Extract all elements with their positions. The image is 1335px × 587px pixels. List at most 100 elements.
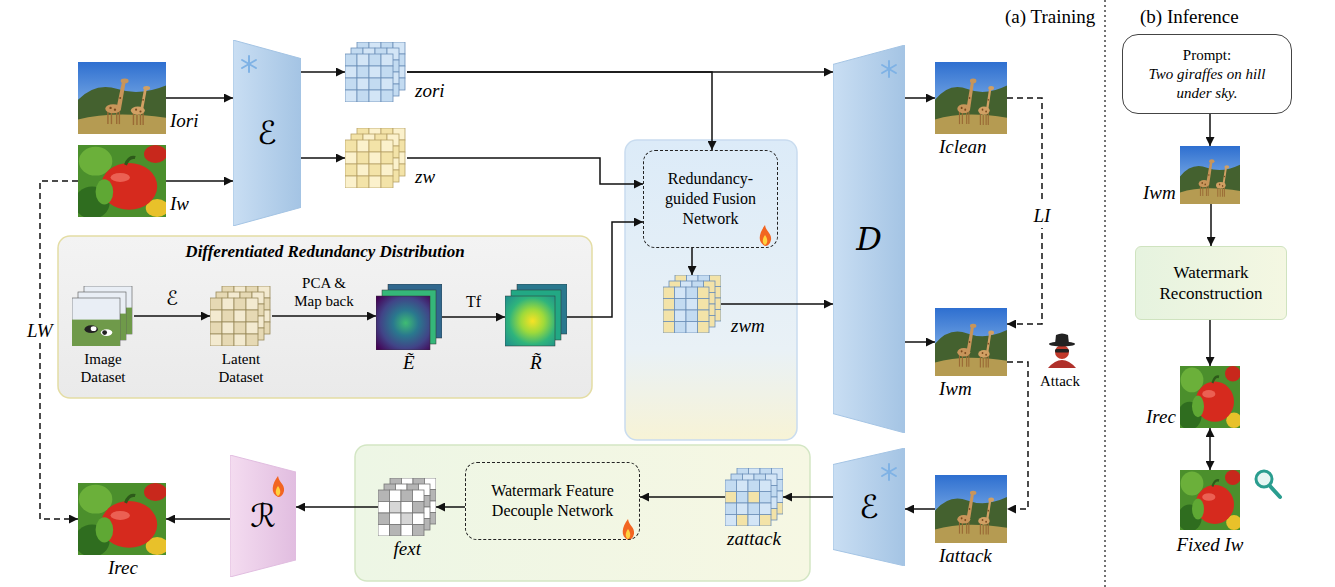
network-block: ℰ: [233, 40, 301, 226]
symbol-label: zattack: [727, 528, 781, 550]
image-thumbnail: Iwm: [1180, 146, 1240, 204]
connector: [166, 518, 230, 520]
attacker-hat: [1055, 334, 1069, 345]
section-title: (a) Training: [1005, 6, 1095, 28]
box-text: Watermark Reconstruction: [1144, 262, 1278, 304]
connector: [436, 506, 465, 508]
symbol-label: Latent Dataset: [205, 350, 277, 386]
symbol-label: Iattack: [939, 545, 992, 567]
feature-stack: zwm: [663, 275, 721, 333]
symbol-label: Iclean: [939, 136, 986, 158]
symbol-label: fext: [394, 538, 421, 560]
connector: [1210, 204, 1212, 246]
fire-icon: [760, 225, 771, 246]
symbol-label: Image Dataset: [67, 350, 139, 386]
box-text: Watermark Feature Decouple Network: [474, 481, 631, 521]
symbol-label: Irec: [108, 557, 138, 579]
photo: [935, 62, 1007, 134]
connector: [1209, 428, 1211, 470]
group-panel: Differentiated Redundancy DistributionIm…: [58, 236, 592, 398]
section-divider: [1104, 0, 1106, 587]
symbol-label: R̃: [530, 352, 542, 374]
connector: [1007, 362, 1028, 509]
image-thumbnail: Iattack: [935, 475, 1007, 543]
attacker-glasses: [1055, 349, 1069, 353]
edge-label: ℰ: [166, 286, 178, 310]
block-symbol: D: [856, 221, 882, 257]
image-thumbnail: Iwm: [935, 308, 1007, 376]
heatmap: R̃: [505, 284, 567, 350]
photo: [78, 483, 166, 555]
flame: [623, 519, 634, 540]
redundancy-panel: [58, 236, 592, 398]
feature-stack: Latent Dataset: [210, 286, 272, 346]
picture: [663, 275, 721, 333]
photo: [1180, 366, 1240, 428]
connector: [567, 222, 643, 317]
symbol-label: Iwm: [1143, 182, 1176, 204]
photo: [78, 145, 166, 217]
symbol-label: Iwm: [939, 378, 972, 400]
flame-core: [763, 235, 768, 245]
symbol-label: zwm: [731, 315, 765, 337]
block-symbol: ℰ: [859, 489, 878, 525]
symbol-label: zori: [415, 80, 445, 102]
image-thumbnail: Fixed Iw: [1180, 470, 1240, 530]
connector: [1209, 114, 1211, 146]
image-thumbnail: Irec: [1180, 366, 1240, 428]
magnifier-lens: [1256, 471, 1272, 487]
image-thumbnail: Image Dataset: [72, 286, 134, 346]
picture: [345, 42, 407, 102]
picture: [505, 284, 567, 350]
picture: [210, 286, 272, 346]
decouple-panel: [355, 445, 810, 581]
picture: [345, 128, 407, 188]
symbol-label: Irec: [1146, 406, 1176, 428]
image-thumbnail: Iclean: [935, 62, 1007, 134]
magnifier-handle: [1270, 486, 1280, 497]
edge-label: Tf: [466, 292, 481, 311]
connector: [691, 248, 693, 275]
edge-label: Attack: [1040, 372, 1080, 390]
flame-core: [626, 529, 631, 539]
picture: [378, 478, 436, 536]
connector: [783, 496, 833, 498]
attacker-body: [1048, 360, 1076, 368]
photo: [1180, 470, 1240, 530]
fusion-panel: [625, 140, 797, 440]
panel-heading: Differentiated Redundancy Distribution: [58, 236, 592, 262]
block-symbol: ℛ: [250, 498, 276, 534]
picture: [72, 286, 134, 346]
image-thumbnail: Irec: [78, 483, 166, 555]
process-box: Watermark Feature Decouple Network: [465, 462, 640, 540]
symbol-label: Fixed Iw: [1177, 534, 1244, 556]
process-box: Redundancy-guided Fusion Network: [643, 150, 778, 248]
symbol-label: zw: [415, 166, 435, 188]
connector: [166, 97, 233, 99]
connector: [1209, 320, 1211, 366]
symbol-label: Ẽ: [403, 352, 415, 374]
edge-label: PCA & Map back: [291, 274, 357, 310]
network-block: ℰ: [833, 448, 905, 566]
network-block: ℛ: [230, 455, 296, 577]
connector: [640, 496, 725, 498]
connector: [301, 71, 345, 73]
feature-stack: zattack: [725, 468, 783, 526]
edge-label: LW: [24, 318, 56, 343]
symbol-label: Iori: [170, 110, 199, 132]
feature-stack: fext: [378, 478, 436, 536]
connector: [40, 181, 78, 519]
connector: [296, 506, 378, 508]
image-thumbnail: Iw: [78, 145, 166, 217]
block-symbol: ℰ: [257, 115, 276, 151]
picture: [725, 468, 783, 526]
edge-label: LI: [1031, 203, 1054, 228]
connector: [134, 315, 210, 317]
connector: [166, 180, 233, 182]
heatmap: Ẽ: [376, 284, 442, 350]
attacker-icon: [1048, 334, 1076, 369]
connector: [407, 72, 712, 150]
box-text: Prompt:: [1183, 46, 1231, 65]
process-box: Watermark Reconstruction: [1135, 246, 1287, 320]
